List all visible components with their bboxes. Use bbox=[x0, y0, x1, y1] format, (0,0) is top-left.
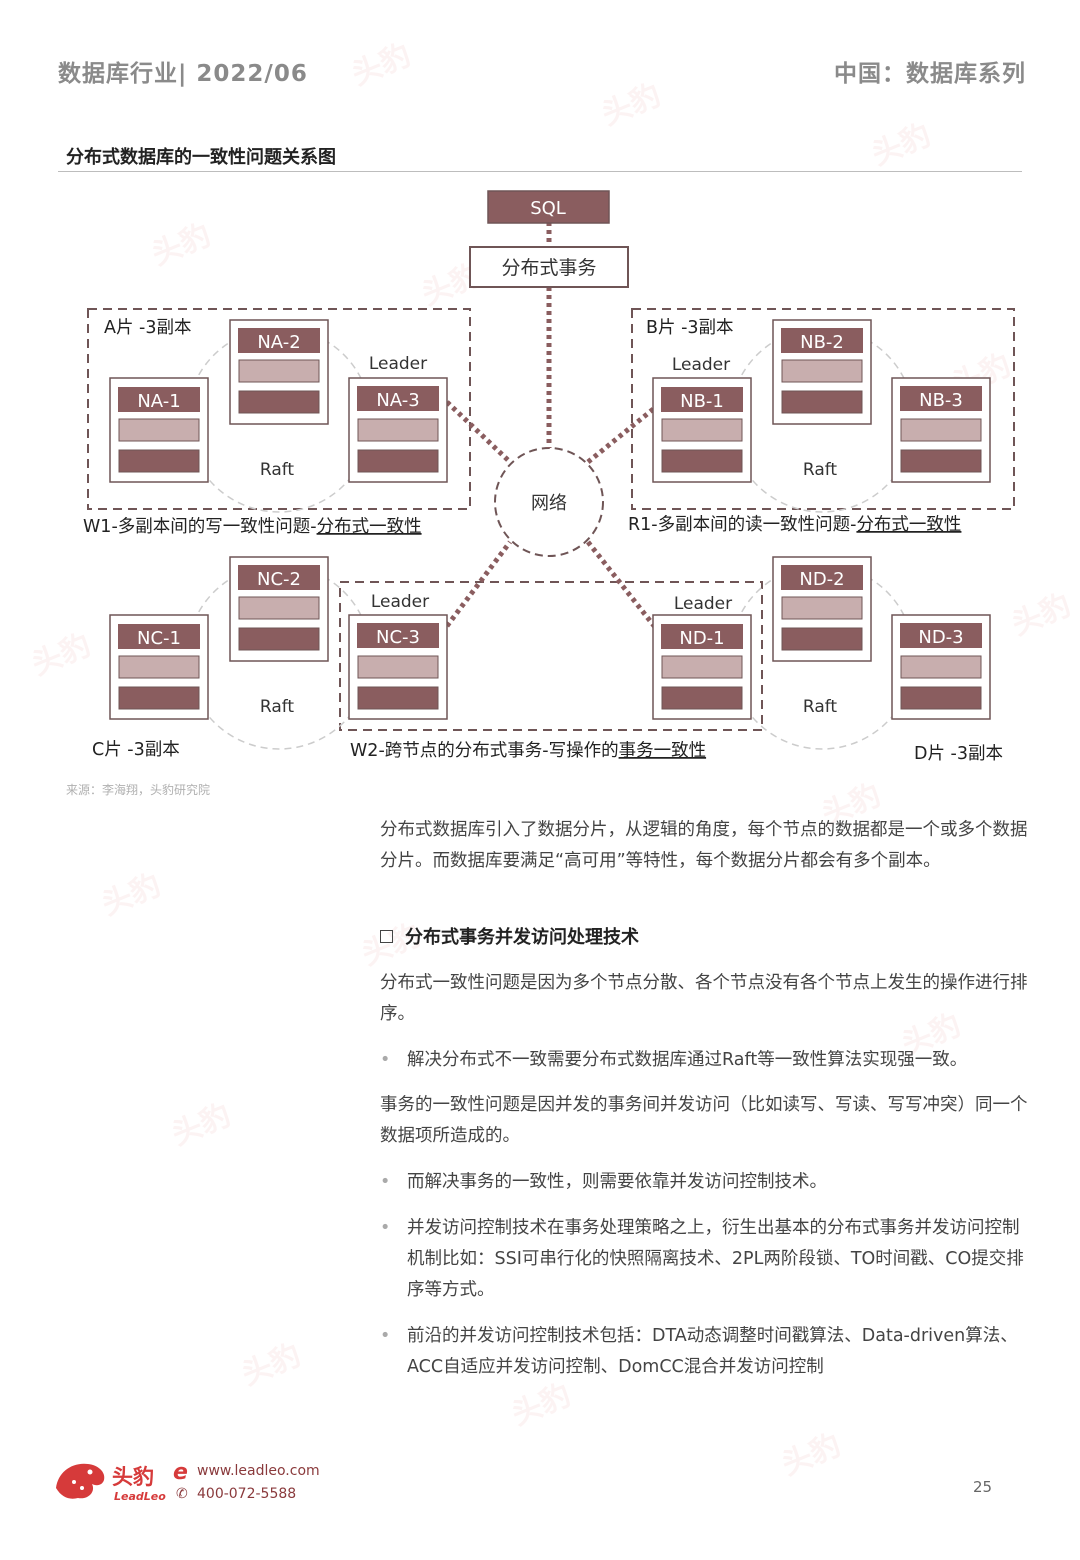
node-label: NB-3 bbox=[919, 390, 963, 411]
bullet-text: 而解决事务的一致性，则需要依靠并发访问控制技术。 bbox=[407, 1172, 827, 1192]
caption-w1: W1-多副本间的写一致性问题-分布式一致性 bbox=[83, 517, 422, 537]
bullet-icon: • bbox=[380, 1172, 391, 1192]
leader-label: Leader bbox=[674, 594, 732, 614]
txn-label: 分布式事务 bbox=[501, 257, 596, 279]
node-nd2: ND-2 bbox=[772, 556, 872, 662]
bullet-icon: • bbox=[380, 1326, 391, 1346]
paragraph-1: 分布式一致性问题是因为多个节点分散、各个节点没有各个节点上发生的操作进行排序。 bbox=[380, 973, 1028, 1024]
footer-website[interactable]: www.leadleo.com bbox=[197, 1463, 320, 1479]
leader-label: Leader bbox=[371, 592, 429, 612]
node-label: ND-3 bbox=[918, 627, 963, 648]
caption-w2-link: 事务一致性 bbox=[619, 741, 707, 761]
caption-r1-link: 分布式一致性 bbox=[856, 515, 961, 535]
node-label: NC-3 bbox=[376, 627, 420, 648]
group-c-label: C片 -3副本 bbox=[92, 740, 180, 760]
bullet-icon: • bbox=[380, 1050, 391, 1070]
watermark: 头豹 bbox=[776, 1427, 846, 1483]
node-label: ND-1 bbox=[679, 628, 724, 649]
node-nd1: ND-1 bbox=[652, 614, 752, 720]
node-label: NC-1 bbox=[137, 628, 181, 649]
node-nc1: NC-1 bbox=[109, 614, 209, 720]
node-nc3: NC-3 bbox=[348, 614, 448, 720]
txn-box bbox=[469, 246, 629, 288]
node-nb2: NB-2 bbox=[772, 319, 872, 425]
bullet-text: 并发访问控制技术在事务处理策略之上，衍生出基本的分布式事务并发访问控制机制比如：… bbox=[407, 1218, 1024, 1300]
group-d-label: D片 -3副本 bbox=[914, 744, 1003, 764]
node-label: NA-2 bbox=[257, 332, 300, 353]
leader-label: Leader bbox=[672, 355, 730, 375]
node-nb1: NB-1 bbox=[652, 377, 752, 483]
w2-box bbox=[339, 581, 763, 731]
node-label: ND-2 bbox=[799, 569, 844, 590]
consistency-diagram: SQL 分布式事务 网络 NA-1 NA-2 NA-3 NB-1 NB-2 bbox=[83, 190, 1015, 764]
sql-label: SQL bbox=[530, 198, 566, 219]
raft-label: Raft bbox=[803, 697, 838, 717]
node-nd3: ND-3 bbox=[891, 614, 991, 720]
node-nb3: NB-3 bbox=[891, 377, 991, 483]
node-label: NA-3 bbox=[376, 390, 419, 411]
footer-brand-en: LeadLeo bbox=[114, 1490, 166, 1503]
node-label: NB-1 bbox=[680, 391, 724, 412]
connector-nb1-network bbox=[586, 400, 664, 464]
connector-nd1-network bbox=[586, 540, 664, 638]
watermark: 头豹 bbox=[166, 1097, 236, 1153]
checkbox-icon bbox=[380, 929, 393, 943]
group-a-label: A片 -3副本 bbox=[104, 318, 191, 338]
phone-icon: ✆ bbox=[176, 1486, 188, 1502]
footer-phone: 400-072-5588 bbox=[197, 1486, 297, 1502]
figure-source: 来源：李海翔，头豹研究院 bbox=[66, 783, 211, 797]
figure-title: 分布式数据库的一致性问题关系图 bbox=[66, 147, 336, 168]
node-na3: NA-3 bbox=[348, 377, 448, 483]
paragraph-2: 事务的一致性问题是因并发的事务间并发访问（比如读写、写读、写写冲突）同一个数据项… bbox=[380, 1095, 1028, 1146]
group-a-box bbox=[87, 308, 471, 510]
caption-r1: R1-多副本间的读一致性问题-分布式一致性 bbox=[628, 515, 961, 535]
footer-brand: 头豹 bbox=[112, 1465, 154, 1489]
section-heading: 分布式事务并发访问处理技术 bbox=[380, 923, 639, 949]
raft-label: Raft bbox=[260, 460, 295, 480]
caption-r1-text: R1-多副本间的读一致性问题- bbox=[628, 515, 856, 535]
intro-paragraph: 分布式数据库引入了数据分片，从逻辑的角度，每个节点的数据都是一个或多个数据分片。… bbox=[380, 820, 1028, 871]
header-left: 数据库行业| 2022/06 bbox=[58, 61, 308, 87]
bullet-item: • 并发访问控制技术在事务处理策略之上，衍生出基本的分布式事务并发访问控制机制比… bbox=[380, 1213, 1030, 1306]
node-nc2: NC-2 bbox=[229, 556, 329, 662]
bullet-text: 前沿的并发访问控制技术包括：DTA动态调整时间戳算法、Data-driven算法… bbox=[407, 1326, 1018, 1377]
sql-box bbox=[487, 190, 610, 224]
title-divider bbox=[58, 171, 1022, 172]
connector-nc3-network bbox=[445, 540, 512, 628]
bullet-item: • 而解决事务的一致性，则需要依靠并发访问控制技术。 bbox=[380, 1167, 1040, 1198]
caption-w1-link: 分布式一致性 bbox=[317, 517, 422, 537]
connector-na3-network bbox=[445, 400, 512, 464]
node-label: NB-2 bbox=[800, 332, 844, 353]
caption-w2-text: W2-跨节点的分布式事务-写操作的 bbox=[350, 741, 619, 761]
node-label: NC-2 bbox=[257, 569, 301, 590]
watermark: 头豹 bbox=[96, 867, 166, 923]
watermark: 头豹 bbox=[236, 1337, 306, 1393]
leopard-logo-icon bbox=[56, 1463, 105, 1499]
network-label: 网络 bbox=[531, 493, 567, 514]
e-logo-icon: e bbox=[173, 1460, 188, 1485]
node-na1: NA-1 bbox=[109, 377, 209, 483]
group-b-box bbox=[631, 308, 1015, 510]
raft-label: Raft bbox=[803, 460, 838, 480]
bullet-item: • 前沿的并发访问控制技术包括：DTA动态调整时间戳算法、Data-driven… bbox=[380, 1321, 1030, 1383]
section-title: 分布式事务并发访问处理技术 bbox=[405, 927, 639, 948]
caption-w1-text: W1-多副本间的写一致性问题- bbox=[83, 517, 317, 537]
bullet-item: • 解决分布式不一致需要分布式数据库通过Raft等一致性算法实现强一致。 bbox=[380, 1045, 1040, 1076]
node-label: NA-1 bbox=[137, 391, 180, 412]
header-right: 中国：数据库系列 bbox=[834, 61, 1026, 87]
page-number: 25 bbox=[973, 1478, 993, 1496]
caption-w2: W2-跨节点的分布式事务-写操作的事务一致性 bbox=[350, 741, 706, 761]
leader-label: Leader bbox=[369, 354, 427, 374]
node-na2: NA-2 bbox=[229, 319, 329, 425]
bullet-text: 解决分布式不一致需要分布式数据库通过Raft等一致性算法实现强一致。 bbox=[407, 1050, 968, 1070]
raft-label: Raft bbox=[260, 697, 295, 717]
group-b-label: B片 -3副本 bbox=[646, 318, 734, 338]
bullet-icon: • bbox=[380, 1218, 391, 1238]
